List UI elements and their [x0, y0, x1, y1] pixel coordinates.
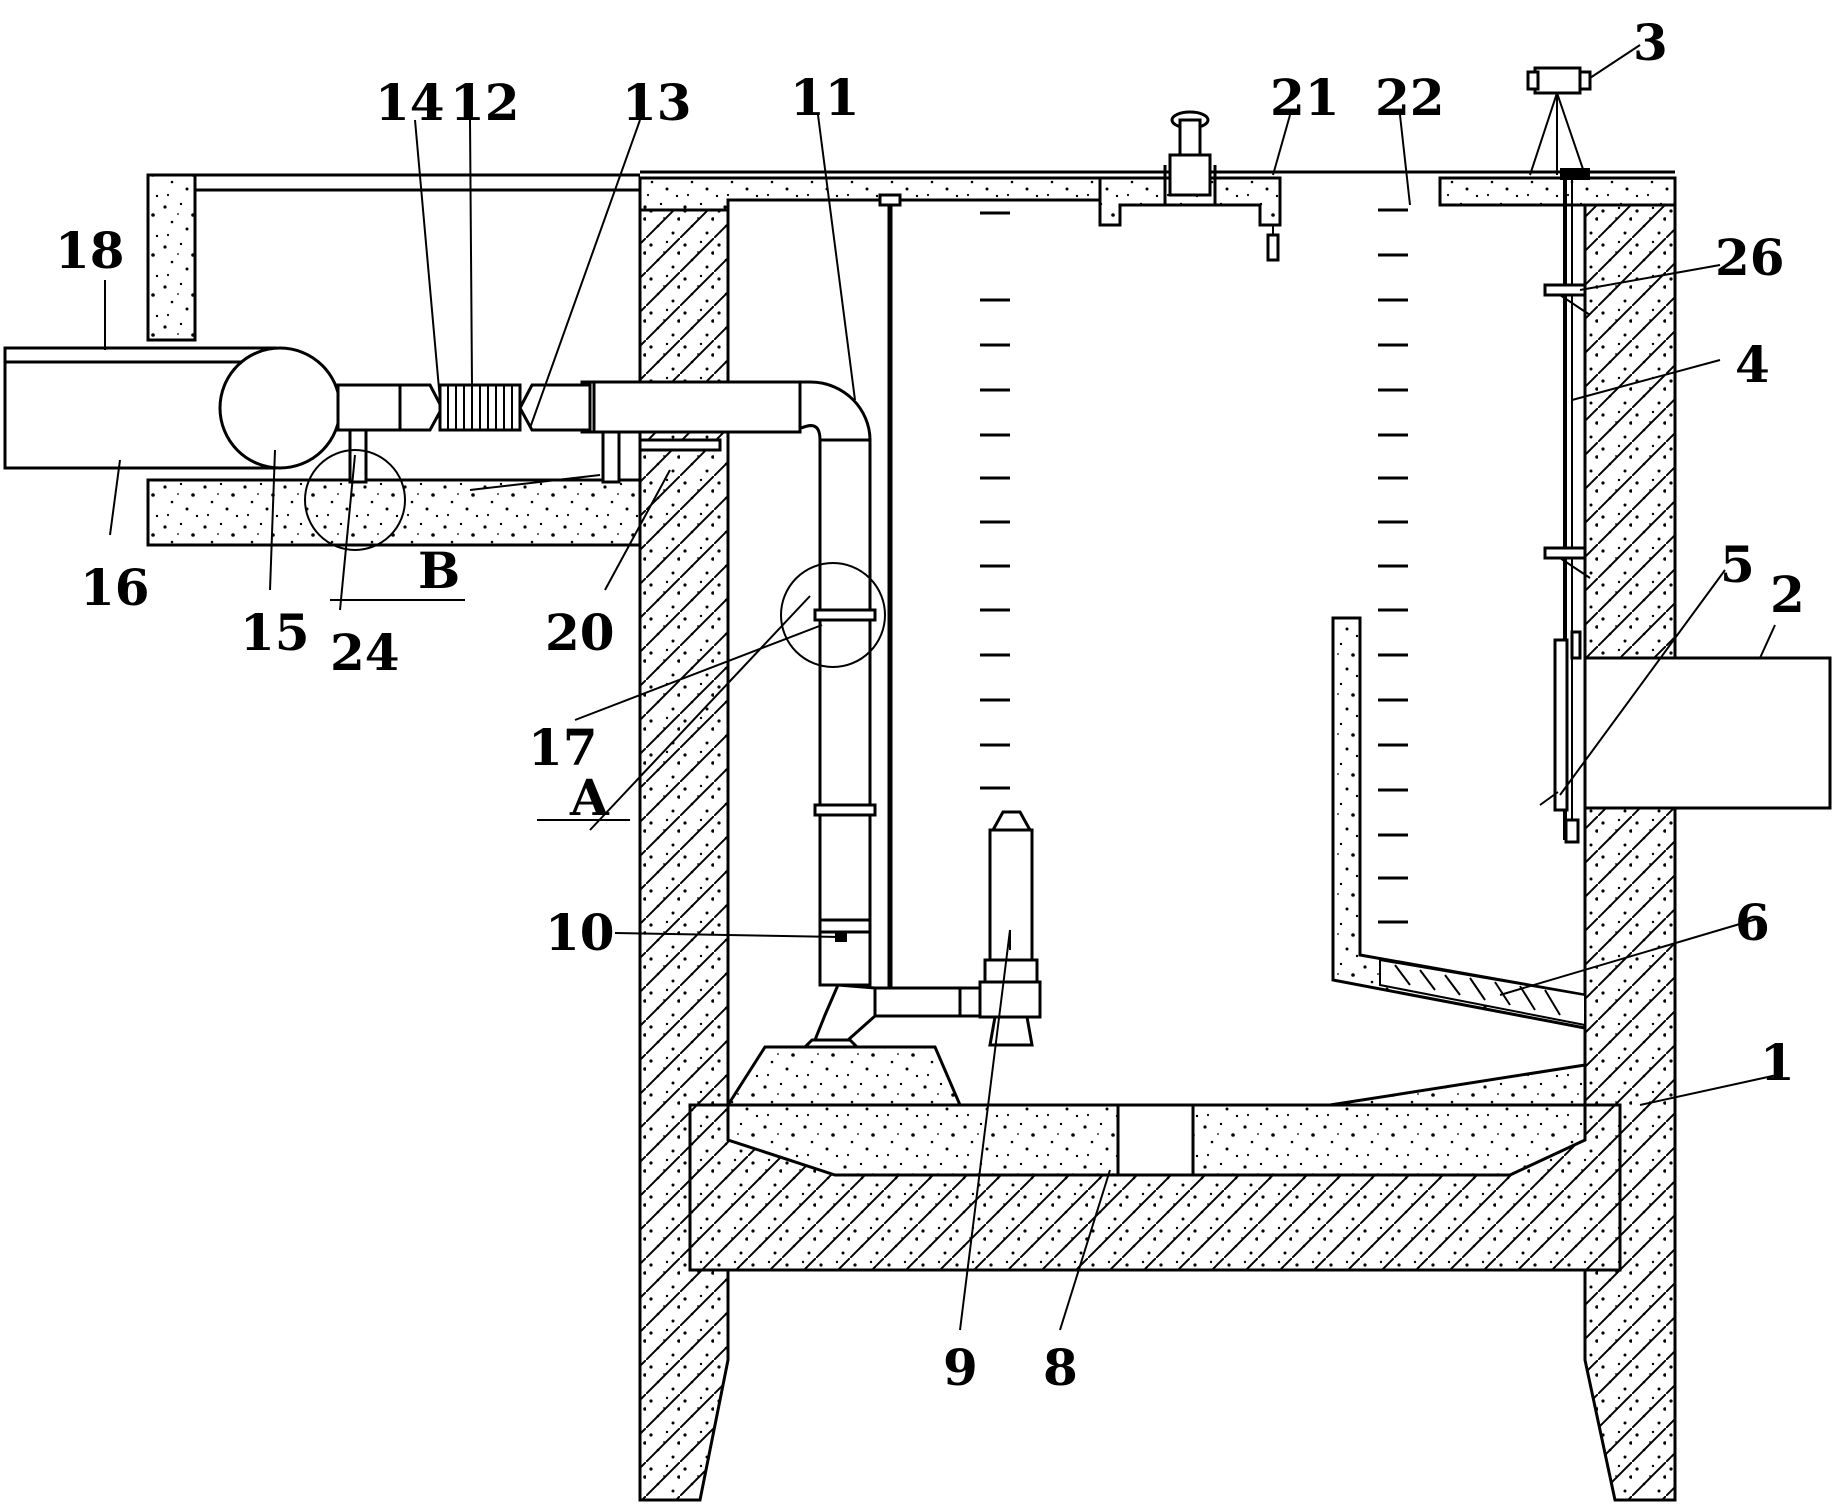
label-26: 26: [1715, 228, 1785, 287]
pump-pedestal: [725, 1045, 963, 1107]
level-scale-right: [1378, 208, 1408, 924]
label-14: 14: [375, 73, 445, 132]
detail-circle-a: [780, 562, 886, 668]
right-wall-upper: [1583, 176, 1677, 660]
elbow: [793, 380, 872, 442]
label-24: 24: [330, 623, 400, 682]
label-10: 10: [545, 903, 615, 962]
leader-lines: [104, 44, 1778, 1331]
label-15: 15: [240, 603, 310, 662]
discharge-pipe: [588, 380, 802, 434]
label-1: 1: [1760, 1033, 1795, 1092]
submersible-pump: [978, 810, 1042, 1047]
sloped-fill: [1329, 1063, 1587, 1107]
label-12: 12: [450, 73, 520, 132]
cover-flange: [1098, 176, 1282, 227]
label-16: 16: [80, 558, 150, 617]
manhole-handle: [1163, 110, 1217, 205]
label-20: 20: [545, 603, 615, 662]
label-22: 22: [1375, 68, 1445, 127]
label-5: 5: [1720, 535, 1755, 594]
label-8: 8: [1043, 1338, 1078, 1397]
label-b: B: [418, 541, 460, 600]
label-3: 3: [1633, 13, 1668, 72]
detail-circle-b: [304, 449, 406, 551]
left-wall: [638, 176, 730, 1502]
outlet-box-floor: [146, 478, 642, 547]
riser-pipe: [818, 438, 872, 987]
label-a: A: [569, 768, 610, 827]
level-scale-left: [980, 211, 1010, 790]
label-9: 9: [943, 1338, 978, 1397]
label-4: 4: [1735, 335, 1770, 394]
label-13: 13: [622, 73, 692, 132]
label-21: 21: [1270, 68, 1340, 127]
inlet-pipe: [1583, 656, 1832, 810]
baffle-wall: [1331, 616, 1587, 1030]
outlet-box-top: [146, 173, 197, 342]
label-2: 2: [1770, 565, 1805, 624]
label-6: 6: [1735, 893, 1770, 952]
label-18: 18: [55, 221, 125, 280]
top-slab-right: [1438, 176, 1677, 207]
label-17: 17: [528, 718, 598, 777]
sump-pit: [1116, 1103, 1195, 1177]
label-11: 11: [790, 68, 860, 127]
valve-15: [218, 346, 342, 470]
top-slab: [638, 176, 1102, 212]
level-gauge-motor: [1526, 66, 1592, 180]
